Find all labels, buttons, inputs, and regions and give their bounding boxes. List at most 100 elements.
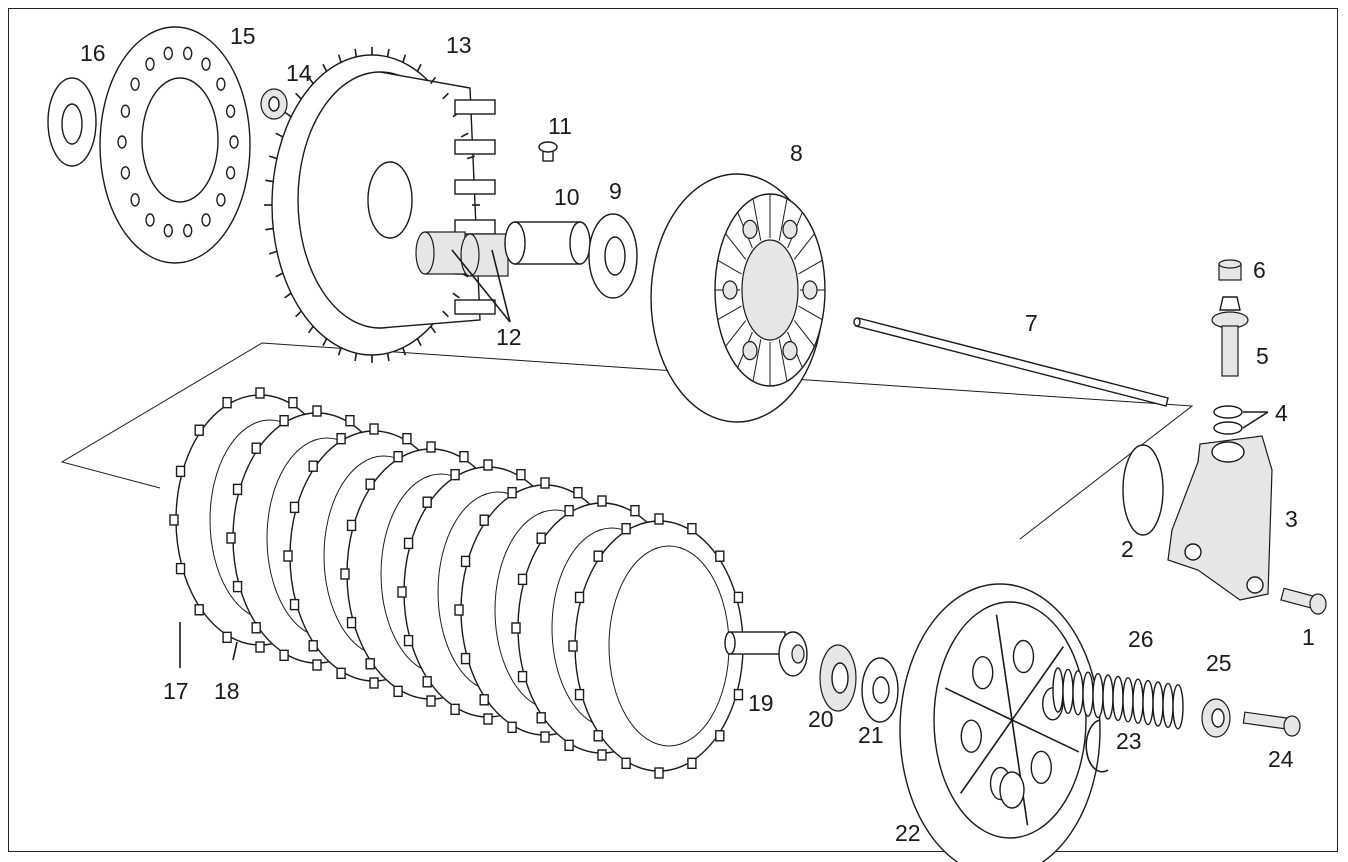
gear-tooth bbox=[265, 227, 274, 231]
plate-tab bbox=[288, 396, 298, 409]
plate-tab bbox=[426, 441, 436, 453]
plate-tab bbox=[340, 568, 350, 580]
plate-hole bbox=[130, 193, 140, 207]
part-5-bleed-screw bbox=[1211, 296, 1249, 377]
plate-tab bbox=[715, 730, 725, 742]
leader-4b bbox=[1242, 411, 1269, 429]
gear-tooth bbox=[452, 292, 460, 299]
hub-boss bbox=[782, 341, 798, 361]
plate-window bbox=[1012, 639, 1035, 674]
part-12-needle-bearings bbox=[415, 231, 509, 277]
plate-tab bbox=[279, 649, 289, 662]
spring-coil bbox=[1132, 678, 1144, 724]
hub-rib bbox=[798, 305, 823, 321]
spring-coil bbox=[1122, 677, 1134, 723]
plate-tab bbox=[308, 640, 318, 652]
gear-tooth bbox=[337, 54, 342, 63]
plate-tab bbox=[194, 604, 204, 616]
plate-tab bbox=[226, 532, 236, 544]
plate-tab bbox=[345, 414, 355, 427]
plate-tab bbox=[403, 634, 414, 647]
leader-12a bbox=[451, 249, 511, 323]
leader-18 bbox=[232, 641, 238, 661]
gear-tooth bbox=[307, 325, 314, 334]
spring-coil bbox=[1152, 681, 1164, 727]
gear-tooth bbox=[337, 347, 342, 356]
callout-16: 16 bbox=[80, 40, 106, 66]
gear-tooth bbox=[322, 63, 328, 72]
part-7-push-rod bbox=[853, 317, 1169, 407]
spring-coil bbox=[1162, 682, 1174, 729]
plate-tab bbox=[251, 442, 261, 454]
plate-hole bbox=[183, 46, 193, 61]
hub-boss bbox=[742, 341, 758, 361]
plate-tab bbox=[336, 432, 346, 445]
part-23-circlip bbox=[1085, 719, 1109, 773]
plate-tab bbox=[454, 604, 464, 616]
plate-tab bbox=[369, 423, 379, 435]
plate-tab bbox=[312, 405, 322, 417]
plate-tab bbox=[517, 670, 528, 683]
diagram-frame bbox=[8, 8, 1338, 852]
gear-tooth bbox=[295, 92, 302, 100]
plate-tab bbox=[346, 616, 357, 629]
plate-tab bbox=[573, 486, 583, 499]
plate-tab bbox=[175, 562, 186, 575]
spring-coil bbox=[1172, 684, 1184, 730]
plate-tab bbox=[511, 622, 521, 634]
gear-tooth bbox=[295, 310, 302, 318]
plate-tab bbox=[402, 432, 412, 445]
plate-tab bbox=[540, 477, 550, 489]
spring-coil bbox=[1082, 671, 1094, 717]
spring-coil bbox=[1142, 679, 1154, 726]
plate-tab bbox=[733, 591, 744, 604]
plate-hole bbox=[201, 57, 211, 71]
plate-tab bbox=[479, 514, 489, 526]
plate-spoke bbox=[944, 687, 1013, 721]
plate-tab bbox=[336, 667, 346, 680]
plate-tab bbox=[507, 721, 517, 734]
plate-hole bbox=[163, 46, 173, 61]
callout-1: 1 bbox=[1302, 624, 1315, 650]
gear-tooth bbox=[354, 48, 358, 57]
gear-tooth bbox=[416, 63, 422, 72]
plate-hole bbox=[163, 223, 173, 238]
plate-tab bbox=[279, 414, 289, 427]
plate-tab bbox=[450, 468, 460, 481]
plate-tab bbox=[393, 685, 403, 698]
gear-tooth bbox=[430, 76, 437, 85]
gear-tooth bbox=[466, 155, 475, 160]
callout-20: 20 bbox=[808, 706, 834, 732]
callout-4: 4 bbox=[1275, 400, 1288, 426]
gear-tooth bbox=[402, 347, 407, 356]
plate-tab bbox=[654, 513, 664, 525]
callout-14: 14 bbox=[286, 60, 312, 86]
plate-tab bbox=[568, 640, 578, 652]
gear-tooth bbox=[275, 132, 284, 138]
gear-tooth bbox=[284, 292, 292, 299]
part-9-thrust-washer bbox=[588, 213, 638, 299]
gear-tooth bbox=[284, 111, 292, 118]
callout-19: 19 bbox=[748, 690, 774, 716]
callout-17: 17 bbox=[163, 678, 189, 704]
plate-tab bbox=[479, 694, 489, 706]
plate-tab bbox=[733, 688, 744, 701]
plate-tab bbox=[369, 677, 379, 689]
spring-coil bbox=[1052, 667, 1064, 713]
plate-tab bbox=[422, 676, 432, 688]
part-16-washer bbox=[47, 77, 97, 167]
plate-tab bbox=[222, 631, 232, 644]
plate-tab bbox=[517, 573, 528, 586]
hub-rib bbox=[778, 198, 788, 241]
callout-22: 22 bbox=[895, 820, 921, 846]
plate-hole bbox=[225, 166, 236, 180]
plate-spoke bbox=[1011, 719, 1080, 753]
part-22-pressure-plate bbox=[899, 583, 1101, 862]
plate-hole bbox=[229, 135, 239, 149]
part-17-18-clutch-plates bbox=[169, 387, 750, 779]
plate-spoke bbox=[1011, 646, 1065, 721]
callout-13: 13 bbox=[446, 32, 472, 58]
plate-hole bbox=[120, 166, 131, 180]
plate-tab bbox=[289, 598, 300, 611]
callout-24: 24 bbox=[1268, 746, 1294, 772]
